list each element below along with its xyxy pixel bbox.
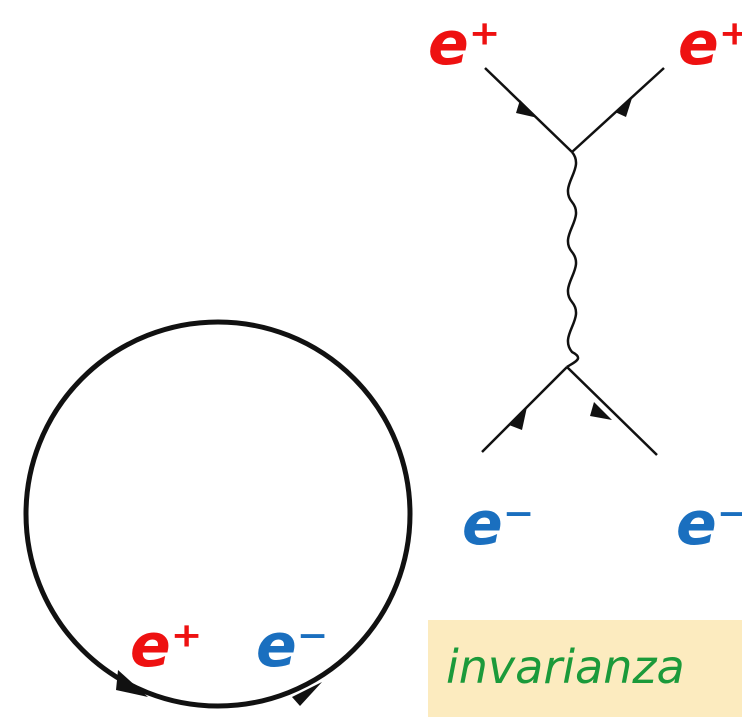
loop-arrow-right [292,682,322,706]
outgoing-electron-line [566,366,658,456]
arrow-incoming-positron [516,100,538,118]
loop-electron-label: e⁻ [256,611,329,681]
vacuum-loop [23,319,413,709]
outgoing-electron-label: e⁻ [676,489,742,559]
arrow-outgoing-positron [615,95,633,117]
arrow-outgoing-electron [590,402,612,420]
caption-text: invarianza [446,640,685,694]
loop-positron-label: e⁺ [130,611,203,681]
loop-diagram [23,319,413,709]
incoming-electron-label: e⁻ [462,489,535,559]
outgoing-positron-label: e⁺ [678,9,742,79]
arrow-incoming-electron [509,407,527,430]
loop-arrow-left [116,670,148,697]
caption-box [428,620,742,717]
photon-propagator [566,151,580,369]
scattering-diagram [481,67,665,456]
incoming-positron-label: e⁺ [428,9,501,79]
